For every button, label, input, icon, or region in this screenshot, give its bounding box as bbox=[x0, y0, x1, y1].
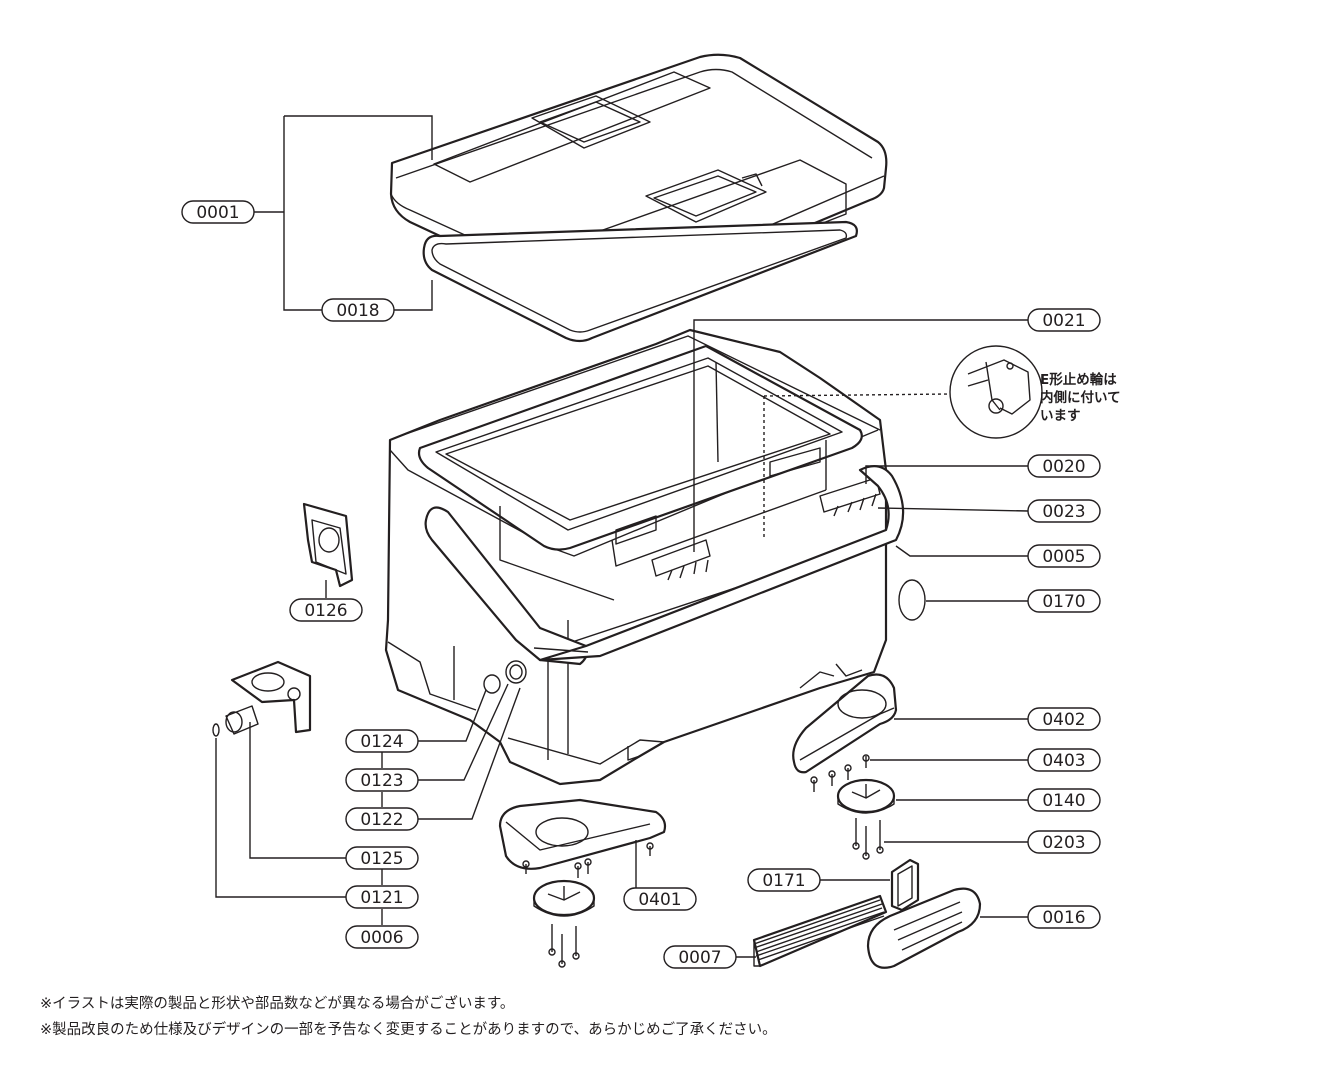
label-0005: 0005 bbox=[1027, 544, 1101, 568]
svg-text:0126: 0126 bbox=[304, 601, 347, 621]
drain-valve-parts bbox=[212, 660, 312, 737]
svg-text:0124: 0124 bbox=[360, 732, 403, 752]
screws-0203-part bbox=[852, 818, 884, 860]
svg-text:E形止め輪は: E形止め輪は bbox=[1040, 371, 1117, 388]
svg-text:0123: 0123 bbox=[360, 771, 403, 791]
label-0402: 0402 bbox=[1027, 707, 1101, 731]
foot-0401-screws bbox=[522, 842, 654, 878]
svg-text:0122: 0122 bbox=[360, 810, 403, 830]
foot-0401-part bbox=[498, 798, 667, 870]
leader-lines bbox=[215, 115, 1029, 958]
plate-0140-part bbox=[836, 778, 896, 814]
plate-0401-part bbox=[532, 879, 596, 917]
svg-text:0005: 0005 bbox=[1042, 547, 1085, 567]
svg-text:0001: 0001 bbox=[196, 203, 239, 223]
label-0126: 0126 bbox=[289, 598, 363, 622]
svg-text:0403: 0403 bbox=[1042, 751, 1085, 771]
e-ring-note: E形止め輪は 内側に付いて います bbox=[1040, 371, 1121, 424]
svg-text:0016: 0016 bbox=[1042, 908, 1085, 928]
svg-text:0006: 0006 bbox=[360, 928, 403, 948]
footnote-spec-change-disclaimer: ※製品改良のため仕様及びデザインの一部を予告なく変更することがありますので、あら… bbox=[40, 1022, 777, 1038]
label-0203: 0203 bbox=[1027, 830, 1101, 854]
label-0123: 0123 bbox=[345, 768, 419, 792]
label-0122: 0122 bbox=[345, 807, 419, 831]
label-0007: 0007 bbox=[663, 945, 737, 969]
foot-0402-part bbox=[792, 673, 898, 774]
handle-grip-0016-part bbox=[866, 887, 982, 969]
svg-text:います: います bbox=[1040, 408, 1081, 424]
label-0170: 0170 bbox=[1027, 589, 1101, 613]
label-0020: 0020 bbox=[1027, 454, 1101, 478]
partition-boards-0007-part bbox=[752, 894, 888, 968]
svg-text:0023: 0023 bbox=[1042, 502, 1085, 522]
label-0006: 0006 bbox=[345, 925, 419, 949]
cooler-body-part bbox=[384, 328, 905, 786]
oval-sticker-part bbox=[898, 579, 926, 621]
e-ring-detail-callout bbox=[763, 345, 1043, 538]
svg-text:0170: 0170 bbox=[1042, 592, 1085, 612]
svg-text:0203: 0203 bbox=[1042, 833, 1085, 853]
svg-text:内側に付いて: 内側に付いて bbox=[1040, 389, 1121, 406]
svg-text:0171: 0171 bbox=[762, 871, 805, 891]
svg-text:0018: 0018 bbox=[336, 301, 379, 321]
label-0016: 0016 bbox=[1027, 905, 1101, 929]
label-0125: 0125 bbox=[345, 846, 419, 870]
svg-text:0125: 0125 bbox=[360, 849, 403, 869]
label-0018: 0018 bbox=[321, 298, 395, 322]
bracket-0126-part bbox=[302, 502, 354, 588]
svg-text:0007: 0007 bbox=[678, 948, 721, 968]
label-0171: 0171 bbox=[747, 868, 821, 892]
svg-text:0021: 0021 bbox=[1042, 311, 1085, 331]
label-0403: 0403 bbox=[1027, 748, 1101, 772]
foot-0402-screws bbox=[810, 754, 870, 792]
footnote-illustration-disclaimer: ※イラストは実際の製品と形状や部品数などが異なる場合がございます。 bbox=[40, 996, 515, 1012]
clip-0171-part bbox=[890, 858, 920, 912]
label-0124: 0124 bbox=[345, 729, 419, 753]
label-0021: 0021 bbox=[1027, 308, 1101, 332]
label-0121: 0121 bbox=[345, 885, 419, 909]
svg-text:0020: 0020 bbox=[1042, 457, 1085, 477]
svg-text:0401: 0401 bbox=[638, 890, 681, 910]
label-0401: 0401 bbox=[623, 887, 697, 911]
label-0023: 0023 bbox=[1027, 499, 1101, 523]
screws-0401-plate bbox=[548, 924, 580, 968]
lid-gasket-part bbox=[422, 220, 858, 343]
label-0140: 0140 bbox=[1027, 788, 1101, 812]
label-0001: 0001 bbox=[181, 200, 255, 224]
svg-text:0140: 0140 bbox=[1042, 791, 1085, 811]
svg-text:0121: 0121 bbox=[360, 888, 403, 908]
svg-text:0402: 0402 bbox=[1042, 710, 1085, 730]
